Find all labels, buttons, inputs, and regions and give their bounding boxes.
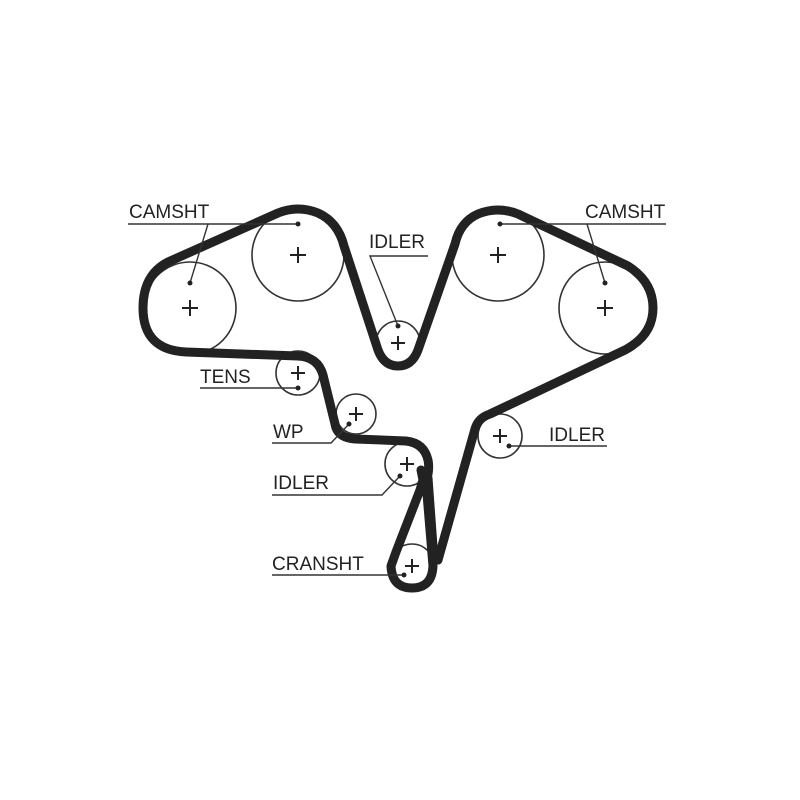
label-water-pump: WP — [273, 422, 304, 443]
label-camshaft-right: CAMSHT — [585, 202, 666, 223]
label-tensioner: TENS — [200, 367, 251, 388]
water-pump-pulley — [335, 393, 377, 435]
label-crankshaft: CRANSHT — [272, 554, 364, 575]
labels: CAMSHT CAMSHT IDLER TENS WP IDLER IDLER … — [129, 202, 666, 575]
leaders — [128, 221, 666, 578]
label-idler-top: IDLER — [369, 232, 425, 253]
timing-belt — [138, 204, 658, 593]
label-idler-lower-left: IDLER — [273, 473, 329, 494]
camshaft-pulley-right-outer — [558, 261, 652, 355]
label-idler-right: IDLER — [549, 425, 605, 446]
label-camshaft-left: CAMSHT — [129, 202, 210, 223]
pulleys — [143, 208, 652, 589]
camshaft-pulley-left-inner — [251, 208, 345, 302]
